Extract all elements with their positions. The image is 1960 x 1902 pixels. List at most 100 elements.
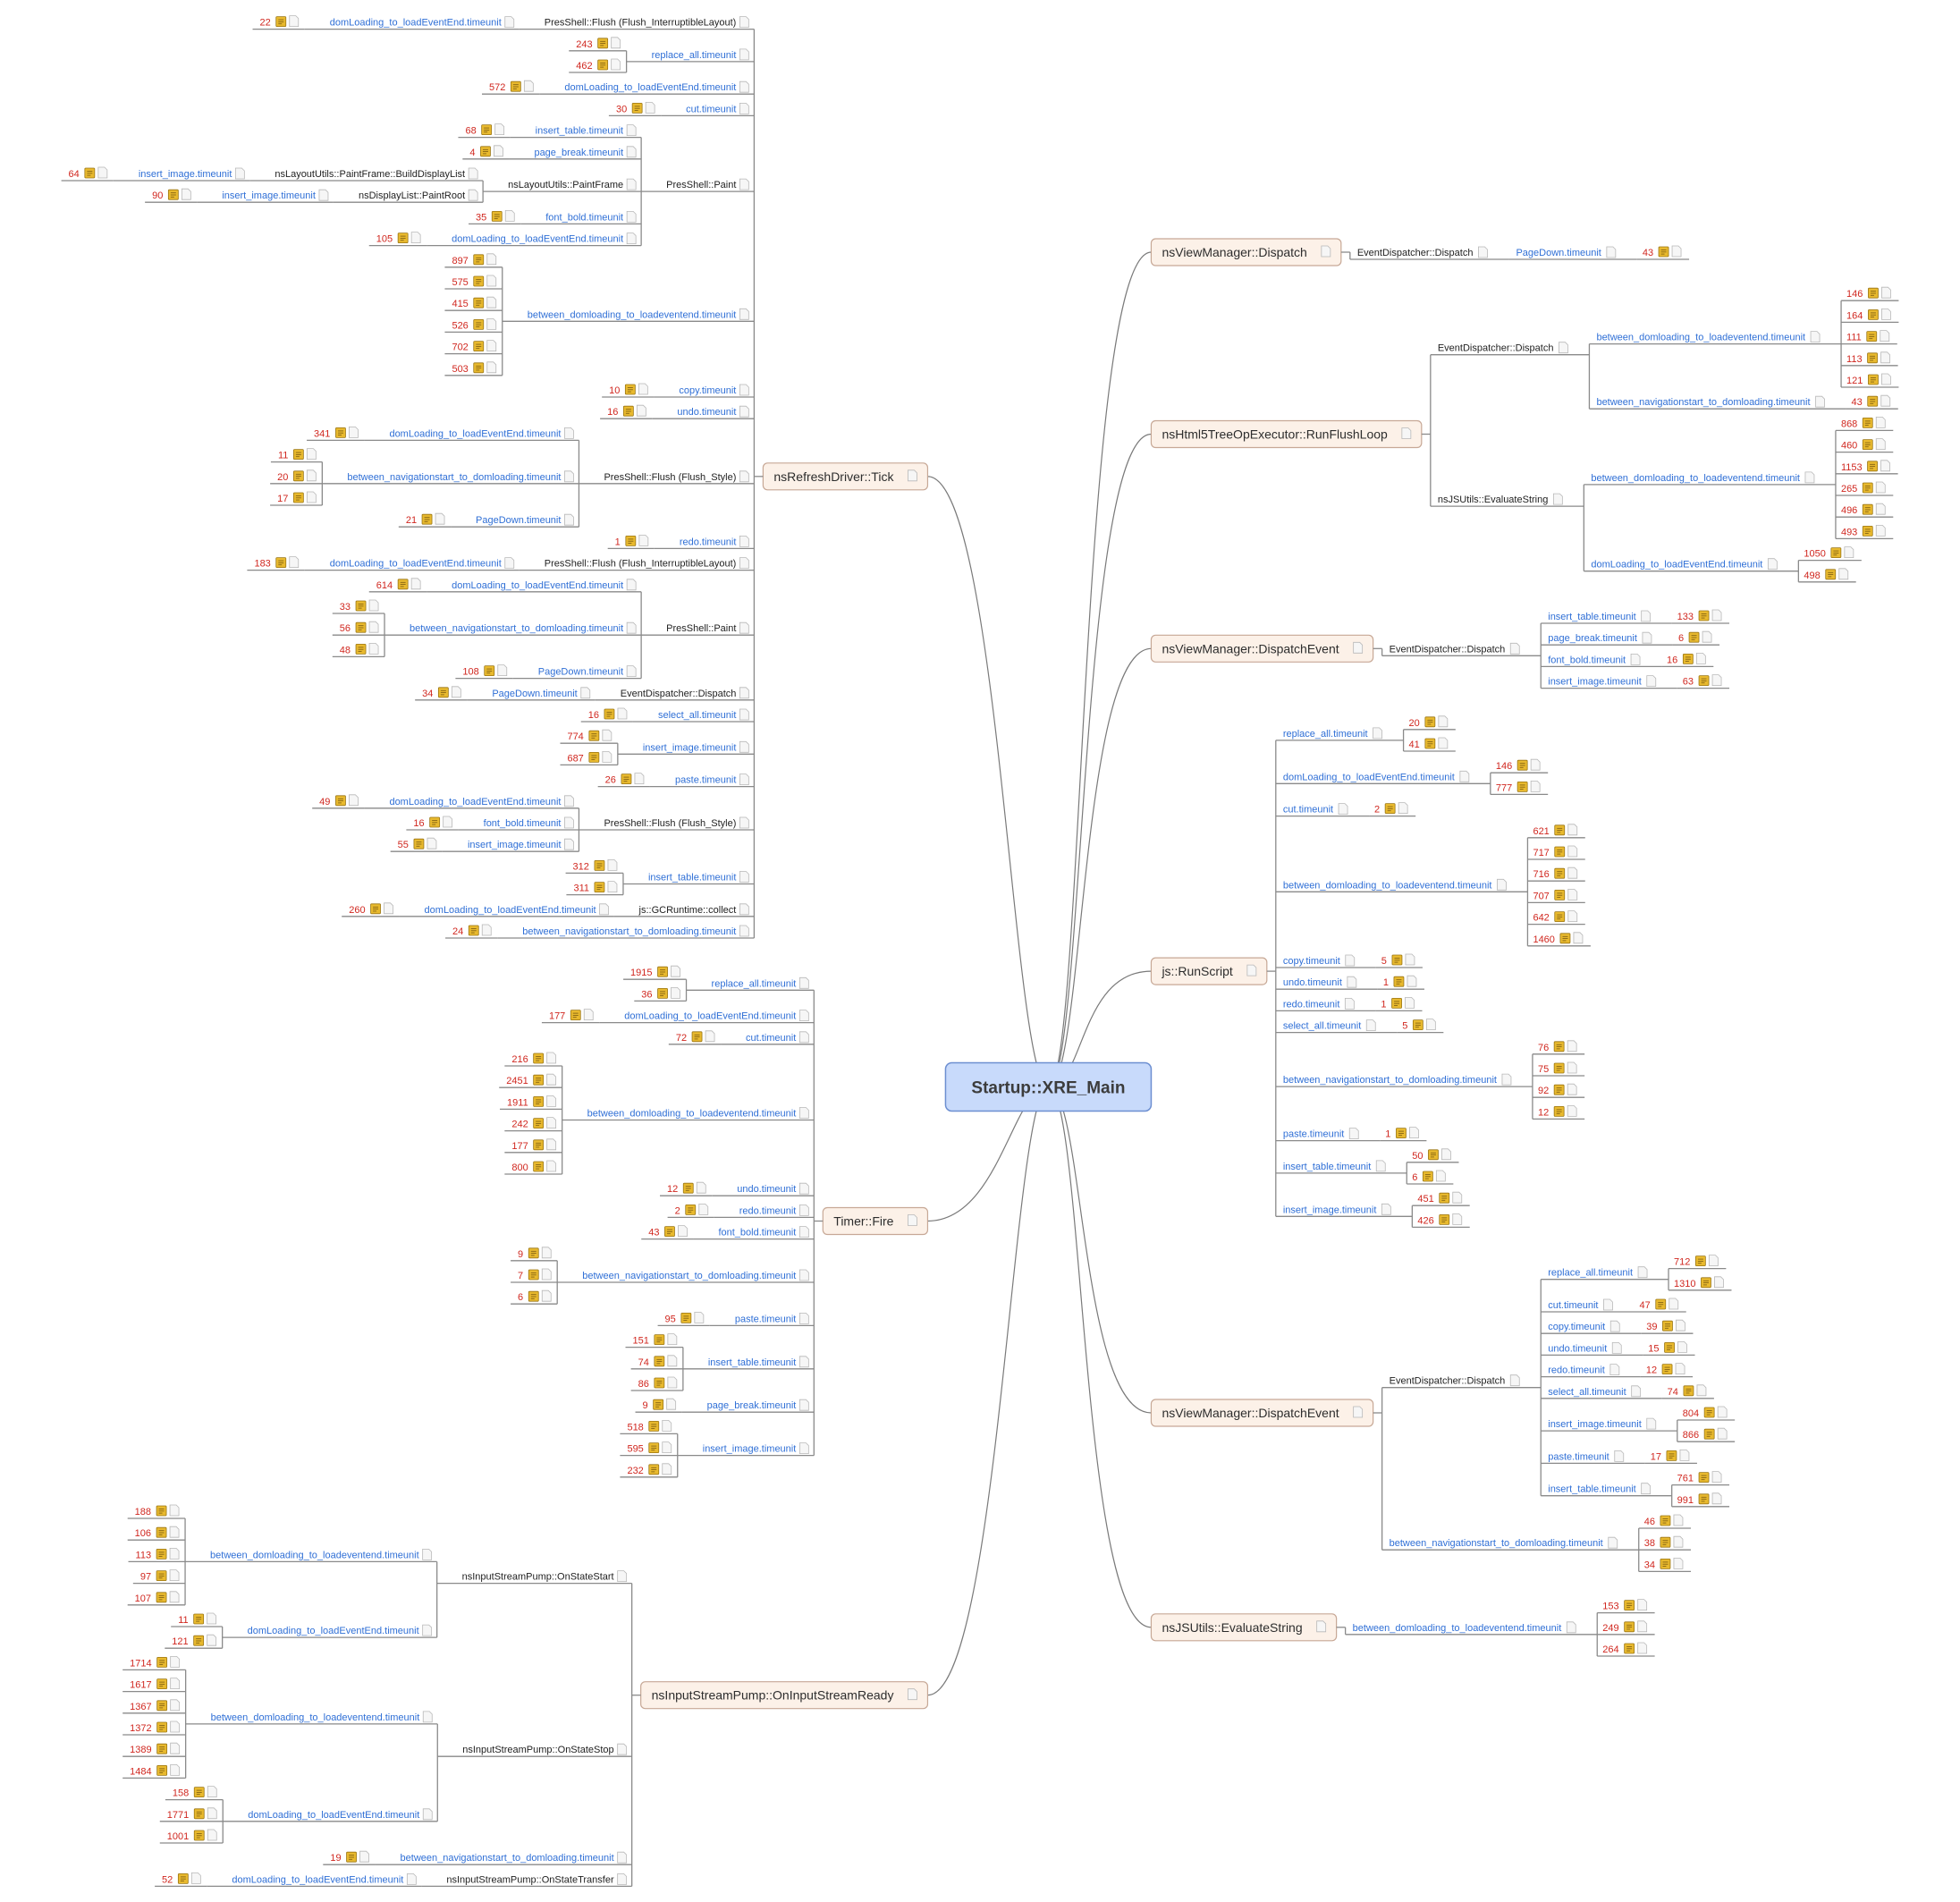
- document-icon[interactable]: [410, 578, 421, 590]
- document-icon[interactable]: [1321, 245, 1331, 258]
- note-icon[interactable]: [1683, 1385, 1694, 1397]
- undo-timeunit-label[interactable]: undo.timeunit: [1548, 1343, 1607, 1354]
- insert-table-timeunit-label[interactable]: insert_table.timeunit: [1548, 1484, 1635, 1495]
- undo-timeunit-label[interactable]: undo.timeunit: [677, 407, 736, 418]
- document-icon[interactable]: [739, 773, 749, 785]
- document-icon[interactable]: [494, 145, 503, 157]
- note-icon[interactable]: [1825, 569, 1837, 580]
- note-icon[interactable]: [1554, 890, 1566, 900]
- document-icon[interactable]: [486, 361, 497, 374]
- note-icon[interactable]: [685, 1205, 697, 1215]
- note-icon[interactable]: [1703, 1428, 1715, 1440]
- document-icon[interactable]: [1606, 246, 1617, 258]
- between-domloading-to-loadeventend-timeunit-label[interactable]: between_domloading_to_loadeventend.timeu…: [211, 1712, 420, 1723]
- note-icon[interactable]: [468, 925, 479, 936]
- note-icon[interactable]: [664, 1226, 675, 1237]
- branch-label[interactable]: nsInputStreamPump::OnInputStreamReady: [652, 1688, 894, 1703]
- note-icon[interactable]: [1393, 976, 1405, 987]
- document-icon[interactable]: [1673, 1514, 1684, 1526]
- note-icon[interactable]: [335, 427, 346, 438]
- document-icon[interactable]: [1452, 1213, 1463, 1225]
- note-icon[interactable]: [1703, 1407, 1715, 1418]
- eventdispatcher-dispatch-label[interactable]: EventDispatcher::Dispatch: [1357, 248, 1474, 258]
- insert-image-timeunit-label[interactable]: insert_image.timeunit: [468, 840, 562, 850]
- note-icon[interactable]: [1688, 631, 1700, 643]
- document-icon[interactable]: [739, 178, 749, 190]
- note-icon[interactable]: [1424, 716, 1436, 728]
- note-icon[interactable]: [1658, 246, 1669, 258]
- document-icon[interactable]: [1435, 1170, 1446, 1182]
- document-icon[interactable]: [798, 1356, 809, 1368]
- document-icon[interactable]: [1875, 481, 1886, 494]
- document-icon[interactable]: [207, 1612, 217, 1625]
- note-icon[interactable]: [680, 1313, 692, 1323]
- document-icon[interactable]: [626, 665, 637, 677]
- nslayoututils-paintframe-label[interactable]: nsLayoutUtils::PaintFrame: [508, 180, 623, 190]
- document-icon[interactable]: [564, 513, 574, 526]
- note-icon[interactable]: [156, 1505, 167, 1517]
- note-icon[interactable]: [1868, 309, 1879, 320]
- document-icon[interactable]: [1810, 331, 1821, 343]
- document-icon[interactable]: [486, 275, 497, 287]
- document-icon[interactable]: [169, 1569, 180, 1581]
- document-icon[interactable]: [1844, 546, 1854, 558]
- note-icon[interactable]: [1439, 1192, 1450, 1204]
- note-icon[interactable]: [156, 1721, 168, 1733]
- document-icon[interactable]: [427, 837, 437, 850]
- note-icon[interactable]: [1424, 738, 1436, 749]
- document-icon[interactable]: [486, 296, 497, 309]
- note-icon[interactable]: [1698, 1493, 1710, 1505]
- document-icon[interactable]: [580, 687, 591, 699]
- document-icon[interactable]: [368, 621, 379, 633]
- branch-label[interactable]: nsJSUtils::EvaluateString: [1162, 1620, 1302, 1635]
- document-icon[interactable]: [1669, 1298, 1679, 1310]
- document-icon[interactable]: [1452, 1191, 1463, 1204]
- document-icon[interactable]: [1696, 1384, 1707, 1397]
- note-icon[interactable]: [84, 167, 96, 179]
- document-icon[interactable]: [170, 1678, 181, 1689]
- document-icon[interactable]: [181, 188, 191, 200]
- note-icon[interactable]: [1666, 1450, 1677, 1461]
- document-icon[interactable]: [626, 124, 637, 137]
- document-icon[interactable]: [1630, 654, 1641, 665]
- insert-table-timeunit-label[interactable]: insert_table.timeunit: [648, 873, 736, 883]
- insert-table-timeunit-label[interactable]: insert_table.timeunit: [708, 1357, 796, 1368]
- pagedown-timeunit-label[interactable]: PageDown.timeunit: [1516, 248, 1601, 258]
- note-icon[interactable]: [654, 1356, 665, 1367]
- document-icon[interactable]: [739, 48, 749, 61]
- document-icon[interactable]: [583, 1009, 594, 1020]
- document-icon[interactable]: [1642, 631, 1652, 644]
- document-icon[interactable]: [504, 209, 515, 222]
- document-icon[interactable]: [1717, 1427, 1728, 1440]
- note-icon[interactable]: [1439, 1214, 1450, 1225]
- note-icon[interactable]: [481, 124, 493, 136]
- document-icon[interactable]: [1880, 460, 1890, 472]
- document-icon[interactable]: [662, 1420, 672, 1432]
- document-icon[interactable]: [798, 1182, 809, 1195]
- between-navigationstart-to-domloading-timeunit-label[interactable]: between_navigationstart_to_domloading.ti…: [410, 623, 623, 634]
- document-icon[interactable]: [1353, 1406, 1364, 1418]
- document-icon[interactable]: [349, 794, 359, 807]
- document-icon[interactable]: [1711, 674, 1722, 686]
- select-all-timeunit-label[interactable]: select_all.timeunit: [1548, 1387, 1626, 1398]
- redo-timeunit-label[interactable]: redo.timeunit: [1548, 1365, 1605, 1376]
- between-domloading-to-loadeventend-timeunit-label[interactable]: between_domloading_to_loadeventend.timeu…: [1353, 1623, 1562, 1634]
- document-icon[interactable]: [1405, 953, 1415, 966]
- paste-timeunit-label[interactable]: paste.timeunit: [675, 775, 736, 786]
- domloading-to-loadeventend-timeunit-label[interactable]: domLoading_to_loadEventEnd.timeunit: [232, 1874, 403, 1885]
- document-icon[interactable]: [698, 1204, 709, 1215]
- document-icon[interactable]: [541, 1247, 552, 1259]
- domloading-to-loadeventend-timeunit-label[interactable]: domLoading_to_loadEventEnd.timeunit: [248, 1626, 419, 1636]
- document-icon[interactable]: [170, 1720, 181, 1733]
- document-icon[interactable]: [1677, 1341, 1687, 1353]
- insert-image-timeunit-label[interactable]: insert_image.timeunit: [1548, 1419, 1642, 1430]
- document-icon[interactable]: [626, 146, 637, 158]
- branch-label[interactable]: js::RunScript: [1161, 964, 1232, 978]
- document-icon[interactable]: [422, 1808, 433, 1821]
- document-icon[interactable]: [739, 536, 749, 547]
- document-icon[interactable]: [1631, 1385, 1642, 1398]
- document-icon[interactable]: [169, 1591, 180, 1603]
- presshell-flush-flush-style-label[interactable]: PresShell::Flush (Flush_Style): [604, 818, 736, 829]
- document-icon[interactable]: [169, 1504, 180, 1517]
- note-icon[interactable]: [480, 146, 491, 157]
